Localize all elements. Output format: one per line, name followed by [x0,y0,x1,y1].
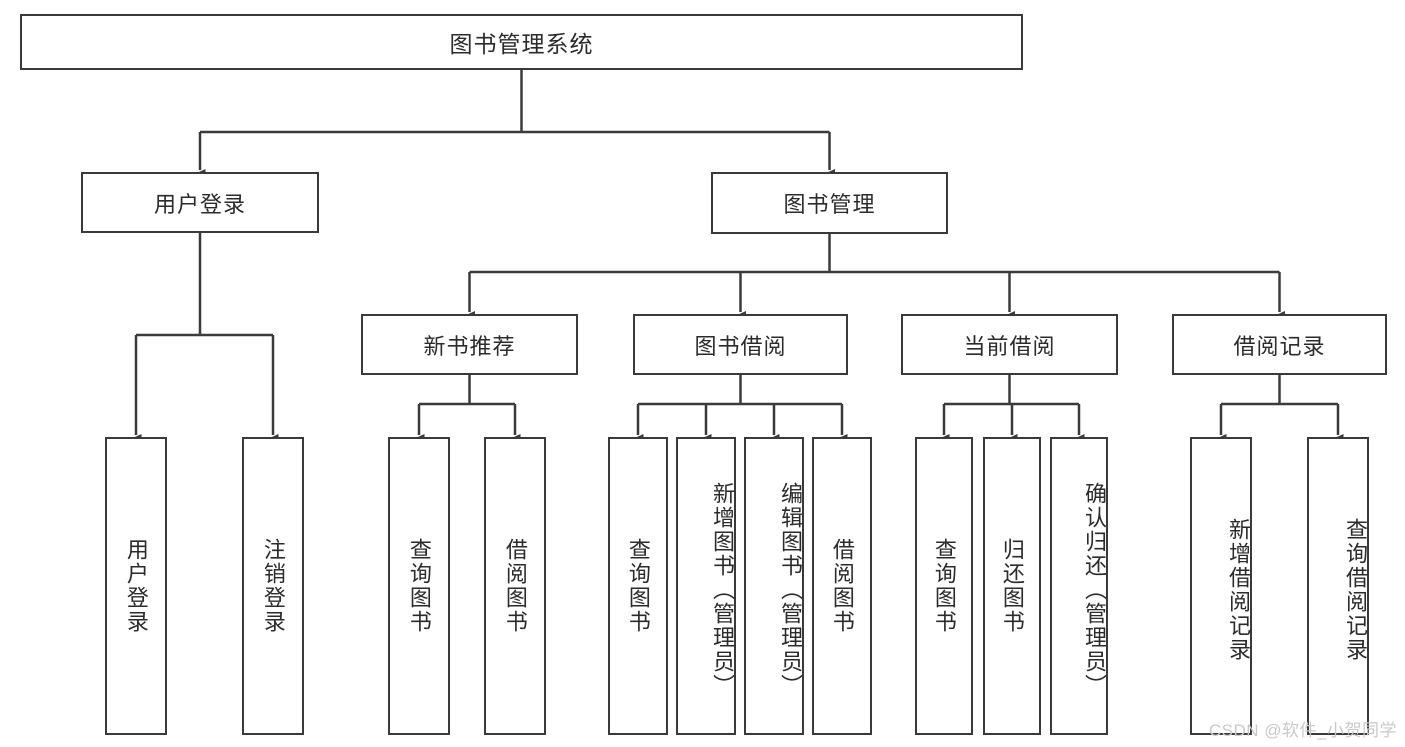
node-r-add[interactable]: 新增借阅记录 [1190,437,1252,735]
node-label: 确认归还（管理员） [1082,482,1107,698]
node-label: 查询借阅记录 [1343,518,1368,662]
node-label: 图书管理系统 [449,31,594,57]
node-label: 查询图书 [625,538,651,634]
node-bookmgmt[interactable]: 图书管理 [711,172,948,234]
node-c-confirm[interactable]: 确认归还（管理员） [1050,437,1108,735]
node-label: 图书借阅 [694,333,787,359]
node-label: 当前借阅 [963,333,1056,359]
node-label: 新增图书（管理员） [710,482,735,698]
node-label: 图书管理 [783,192,876,217]
node-c-return[interactable]: 归还图书 [983,437,1041,735]
node-b-lend[interactable]: 借阅图书 [812,437,872,735]
node-label: 新增借阅记录 [1226,518,1251,662]
node-login[interactable]: 用户登录 [81,172,319,233]
node-label: 查询图书 [406,538,432,634]
node-label: 编辑图书（管理员） [778,482,803,698]
node-n-borrow[interactable]: 借阅图书 [484,437,546,735]
node-b-query[interactable]: 查询图书 [608,437,668,735]
node-newbook[interactable]: 新书推荐 [361,314,578,375]
node-r-query[interactable]: 查询借阅记录 [1307,437,1369,735]
node-label: 借阅图书 [502,538,528,634]
connector-lines [130,70,1344,444]
node-current[interactable]: 当前借阅 [901,314,1118,375]
node-n-query[interactable]: 查询图书 [388,437,450,735]
node-b-add[interactable]: 新增图书（管理员） [676,437,736,735]
node-c-query[interactable]: 查询图书 [915,437,973,735]
node-label: 借阅记录 [1233,333,1326,359]
node-label: 新书推荐 [423,333,516,359]
node-borrow[interactable]: 图书借阅 [633,314,848,375]
node-root[interactable]: 图书管理系统 [20,14,1023,70]
node-l-login[interactable]: 用户登录 [105,437,167,735]
node-label: 查询图书 [931,538,957,634]
watermark: CSDN @软件_小贺同学 [1208,721,1397,740]
node-label: 归还图书 [999,538,1025,634]
node-label: 用户登录 [123,538,149,634]
node-label: 注销登录 [260,538,286,634]
node-l-logout[interactable]: 注销登录 [242,437,304,735]
node-b-edit[interactable]: 编辑图书（管理员） [744,437,804,735]
node-label: 用户登录 [153,191,246,217]
node-label: 借阅图书 [829,538,855,634]
node-records[interactable]: 借阅记录 [1172,314,1387,375]
